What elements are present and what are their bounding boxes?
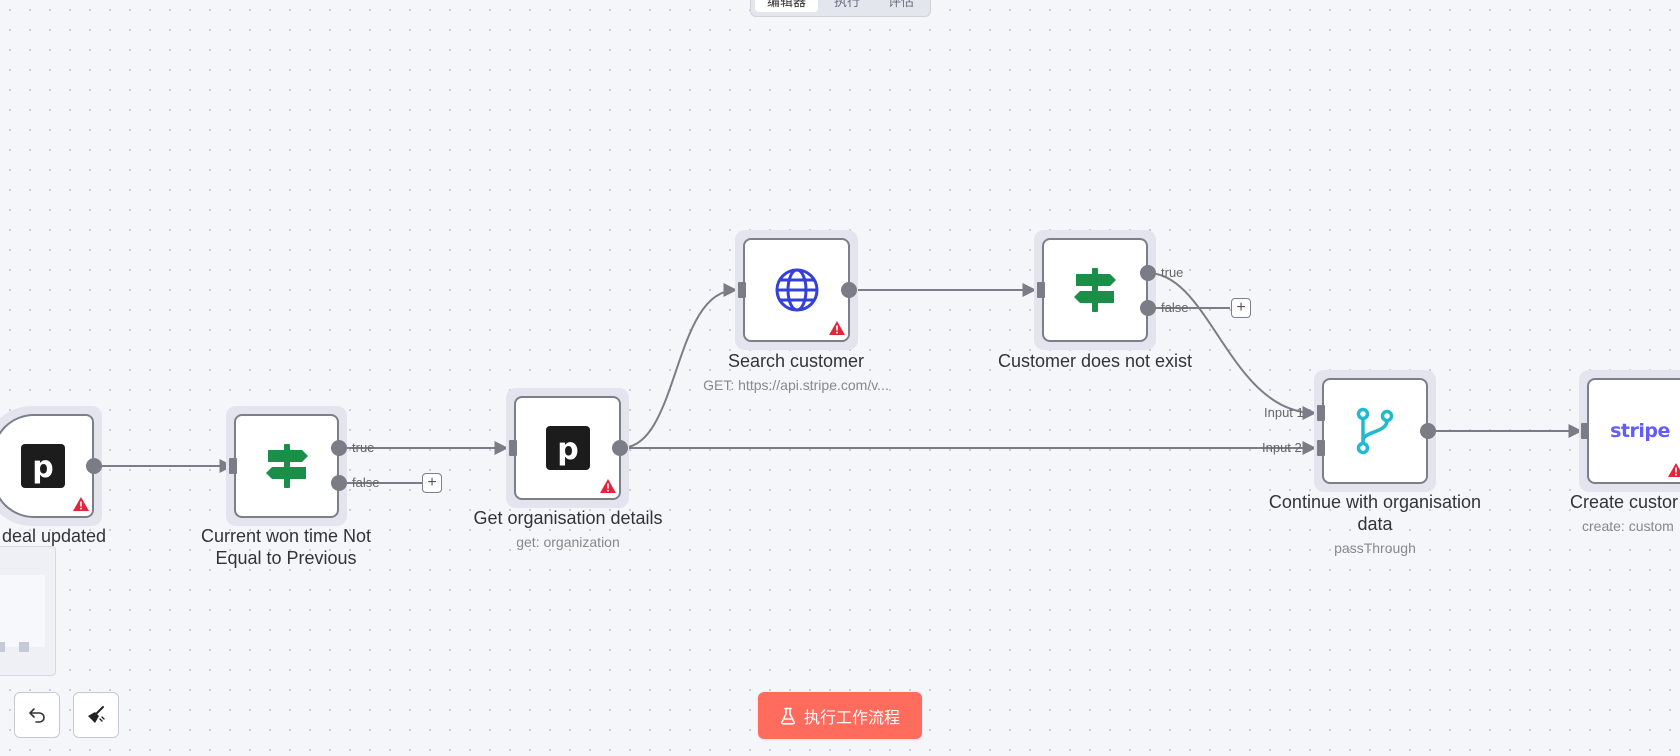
port-label-input-2: Input 2 [1262,440,1302,455]
input-port[interactable] [738,282,746,298]
minimap-node [19,642,29,652]
port-label-true: true [352,440,375,455]
svg-text:p: p [32,450,53,485]
node-get-organisation[interactable]: p [506,388,629,508]
node-won-time-check[interactable] [226,406,347,526]
input-port-2[interactable] [1317,440,1325,456]
node-continue-with-organisation[interactable] [1314,370,1436,492]
add-node-button[interactable]: + [1231,298,1251,318]
input-port[interactable] [1037,282,1045,298]
port-label-false: false [352,475,380,490]
node-label: Current won time Not Equal to Previous [200,526,372,568]
node-create-customer[interactable]: stripe [1579,370,1680,492]
warning-icon [829,321,845,335]
port-label-input-1: Input 1 [1264,405,1304,420]
tab-evaluations[interactable]: 评估 [888,0,915,9]
input-port[interactable] [229,458,237,474]
warning-icon [1668,463,1680,477]
output-port[interactable] [612,440,628,456]
node-search-customer[interactable] [735,230,858,350]
node-label: Get organisation details [473,508,663,528]
node-sublabel: get: organization [516,534,620,550]
globe-icon [775,268,818,312]
view-tabs: 编辑器 执行 评估 [750,0,932,17]
tab-editor[interactable]: 编辑器 [755,0,819,12]
output-port[interactable] [1420,423,1436,439]
node-box[interactable] [1322,378,1428,484]
signpost-icon [265,444,308,488]
node-box[interactable]: stripe [1587,378,1680,484]
add-node-button[interactable]: + [422,473,442,493]
pipedrive-icon: p [21,444,65,488]
node-label: Continue with organisation data [1268,492,1482,534]
execute-workflow-label: 执行工作流程 [803,709,900,727]
node-customer-does-not-exist[interactable] [1034,230,1156,350]
port-label-false: false [1161,300,1189,315]
node-box[interactable] [234,414,339,518]
node-label: deal updated [1,526,107,546]
output-port[interactable] [86,458,102,474]
minimap[interactable] [0,546,56,676]
output-port-true[interactable] [1140,265,1156,281]
node-box[interactable] [743,238,850,342]
node-box[interactable] [1042,238,1148,342]
execute-workflow-button[interactable]: 执行工作流程 [758,692,922,739]
undo-icon [29,708,45,723]
output-port-false[interactable] [1140,300,1156,316]
tab-executions[interactable]: 执行 [834,0,861,9]
minimap-node [0,642,5,652]
broom-icon [88,706,105,723]
node-label: Customer does not exist [997,351,1193,371]
stripe-logo: stripe [1610,420,1670,442]
node-label: Search customer [727,351,865,371]
undo-button[interactable] [14,692,60,738]
node-sublabel: GET: https://api.stripe.com/v... [703,377,889,393]
node-sublabel: create: custom [1582,518,1674,534]
input-port-1[interactable] [1317,405,1325,421]
node-sublabel: passThrough [1334,540,1416,556]
minimap-viewport [0,575,45,652]
merge-icon [1356,407,1394,455]
warning-icon [73,497,89,511]
edge-exist-true-to-input1 [1147,272,1317,420]
svg-text:p: p [557,432,578,467]
node-box[interactable]: p [0,414,94,518]
port-label-true: true [1161,265,1184,280]
warning-icon [600,479,616,493]
tidy-up-button[interactable] [73,692,119,738]
pipedrive-icon: p [545,426,590,470]
node-deal-updated[interactable]: p [0,406,102,526]
input-port[interactable] [509,440,517,456]
output-port-true[interactable] [331,440,347,456]
signpost-icon [1074,268,1116,312]
output-port-false[interactable] [331,475,347,491]
output-port[interactable] [841,282,857,298]
input-port[interactable] [1581,423,1589,439]
node-label: Create custor [1570,492,1679,512]
flask-icon [781,707,795,725]
